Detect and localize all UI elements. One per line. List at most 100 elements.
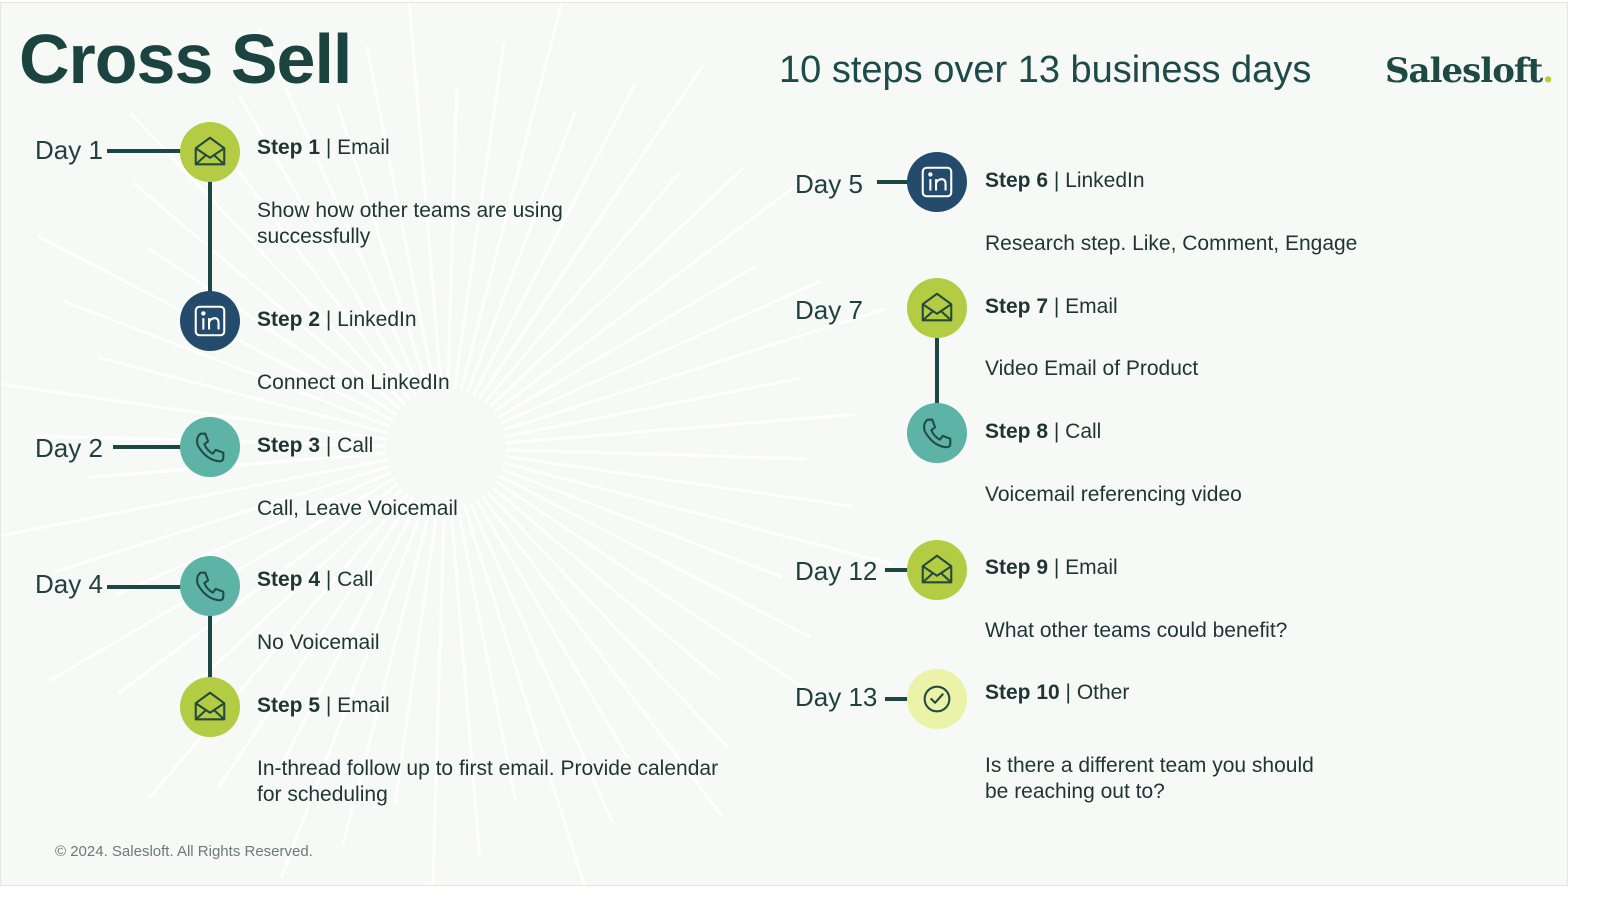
step-9-heading: Step 9 | Email [985,555,1118,581]
email-icon [180,677,240,737]
background-ray [431,507,446,885]
step-7-channel: Email [1065,295,1118,318]
step-2-separator: | [320,308,338,331]
background-ray [462,504,586,885]
step-6-heading: Step 6 | LinkedIn [985,168,1145,194]
background-ray [494,480,829,706]
linkedin-icon [180,291,240,351]
step-4-heading: Step 4 | Call [257,567,373,593]
step-7-label: Step 7 [985,295,1049,318]
day-13-connector [885,697,909,701]
step-5-channel: Email [337,694,390,717]
timeline-line-1-2 [208,181,212,293]
background-ray [54,464,390,574]
background-ray [459,3,564,391]
step-10-channel: Other [1076,681,1130,704]
step-8-channel: Call [1065,420,1102,443]
background-ray [486,490,729,748]
background-ray [237,93,417,398]
step-3-label: Step 3 [257,434,321,457]
linkedin-icon [907,152,967,212]
background-ray [488,165,746,408]
background-ray [146,246,398,416]
background-ray [393,507,439,805]
background-ray [132,181,402,411]
background-ray [504,376,800,438]
background-ray [365,45,436,390]
background-ray [501,468,783,579]
email-icon [907,540,967,600]
background-ray [257,27,423,394]
background-ray [475,498,630,760]
background-ray [502,307,886,432]
day-7-label: Day 7 [795,295,863,325]
step-9-label: Step 9 [985,556,1049,579]
step-7-description: Video Email of Product [985,357,1199,380]
step-7-separator: | [1048,295,1066,318]
day-2-label: Day 2 [35,433,103,463]
day-13-label: Day 13 [795,682,878,712]
step-5-label: Step 5 [257,694,321,717]
background-ray [341,505,433,846]
step-3-heading: Step 3 | Call [257,433,373,459]
email-icon [180,122,240,182]
background-ray [505,412,855,445]
phone-icon [180,556,240,616]
step-6-separator: | [1048,169,1066,192]
background-ray [182,488,404,696]
phone-icon [180,417,240,477]
phone-icon [907,403,967,463]
slide: Cross Sell 10 steps over 13 business day… [0,2,1568,886]
background-ray [446,88,459,389]
email-icon [907,278,967,338]
background-ray [493,170,815,414]
step-2-channel: LinkedIn [337,308,417,331]
background-ray [216,496,414,790]
step-1-description: Show how other teams are using successfu… [257,199,563,248]
background-ray [505,448,806,461]
day-2-connector [113,445,183,449]
step-10-heading: Step 10 | Other [985,680,1129,706]
background-ray [228,159,412,401]
background-ray [483,172,680,404]
background-ray [116,471,392,596]
background-ray [1,458,388,538]
background-ray [478,65,704,400]
day-1-label: Day 1 [35,135,103,165]
step-10-label: Step 10 [985,681,1060,704]
background-ray [279,503,426,878]
background-ray [147,492,409,800]
background-rays [1,3,892,885]
step-5-separator: | [320,694,338,717]
copyright-notice: © 2024. Salesloft. All Rights Reserved. [55,843,313,860]
step-1-label: Step 1 [257,136,321,159]
step-4-separator: | [320,568,338,591]
background-ray [466,111,577,393]
day-1-connector [107,149,183,153]
day-12-label: Day 12 [795,556,878,586]
page-title: Cross Sell [19,20,352,98]
background-ray [500,279,822,425]
step-8-description: Voicemail referencing video [985,483,1242,506]
background-ray [480,495,724,817]
background-ray [453,41,506,389]
step-9-description: What other teams could benefit? [985,619,1288,642]
timeline-line-4-5 [208,615,212,680]
background-ray [87,451,387,480]
day-4-connector [107,585,183,589]
step-6-channel: LinkedIn [1065,169,1145,192]
step-5-heading: Step 5 | Email [257,693,390,719]
background-ray [129,112,406,406]
step-10-separator: | [1059,681,1077,704]
step-6-description: Research step. Like, Comment, Engage [985,232,1358,255]
background-ray [335,104,430,392]
step-3-separator: | [320,434,338,457]
step-8-separator: | [1048,420,1066,443]
step-3-description: Call, Leave Voicemail [257,497,458,520]
background-ray [469,502,615,824]
step-8-heading: Step 8 | Call [985,419,1101,445]
subtitle: 10 steps over 13 business days [779,49,1312,91]
step-2-heading: Step 2 | LinkedIn [257,307,417,333]
step-8-label: Step 8 [985,420,1049,443]
step-4-description: No Voicemail [257,631,380,654]
